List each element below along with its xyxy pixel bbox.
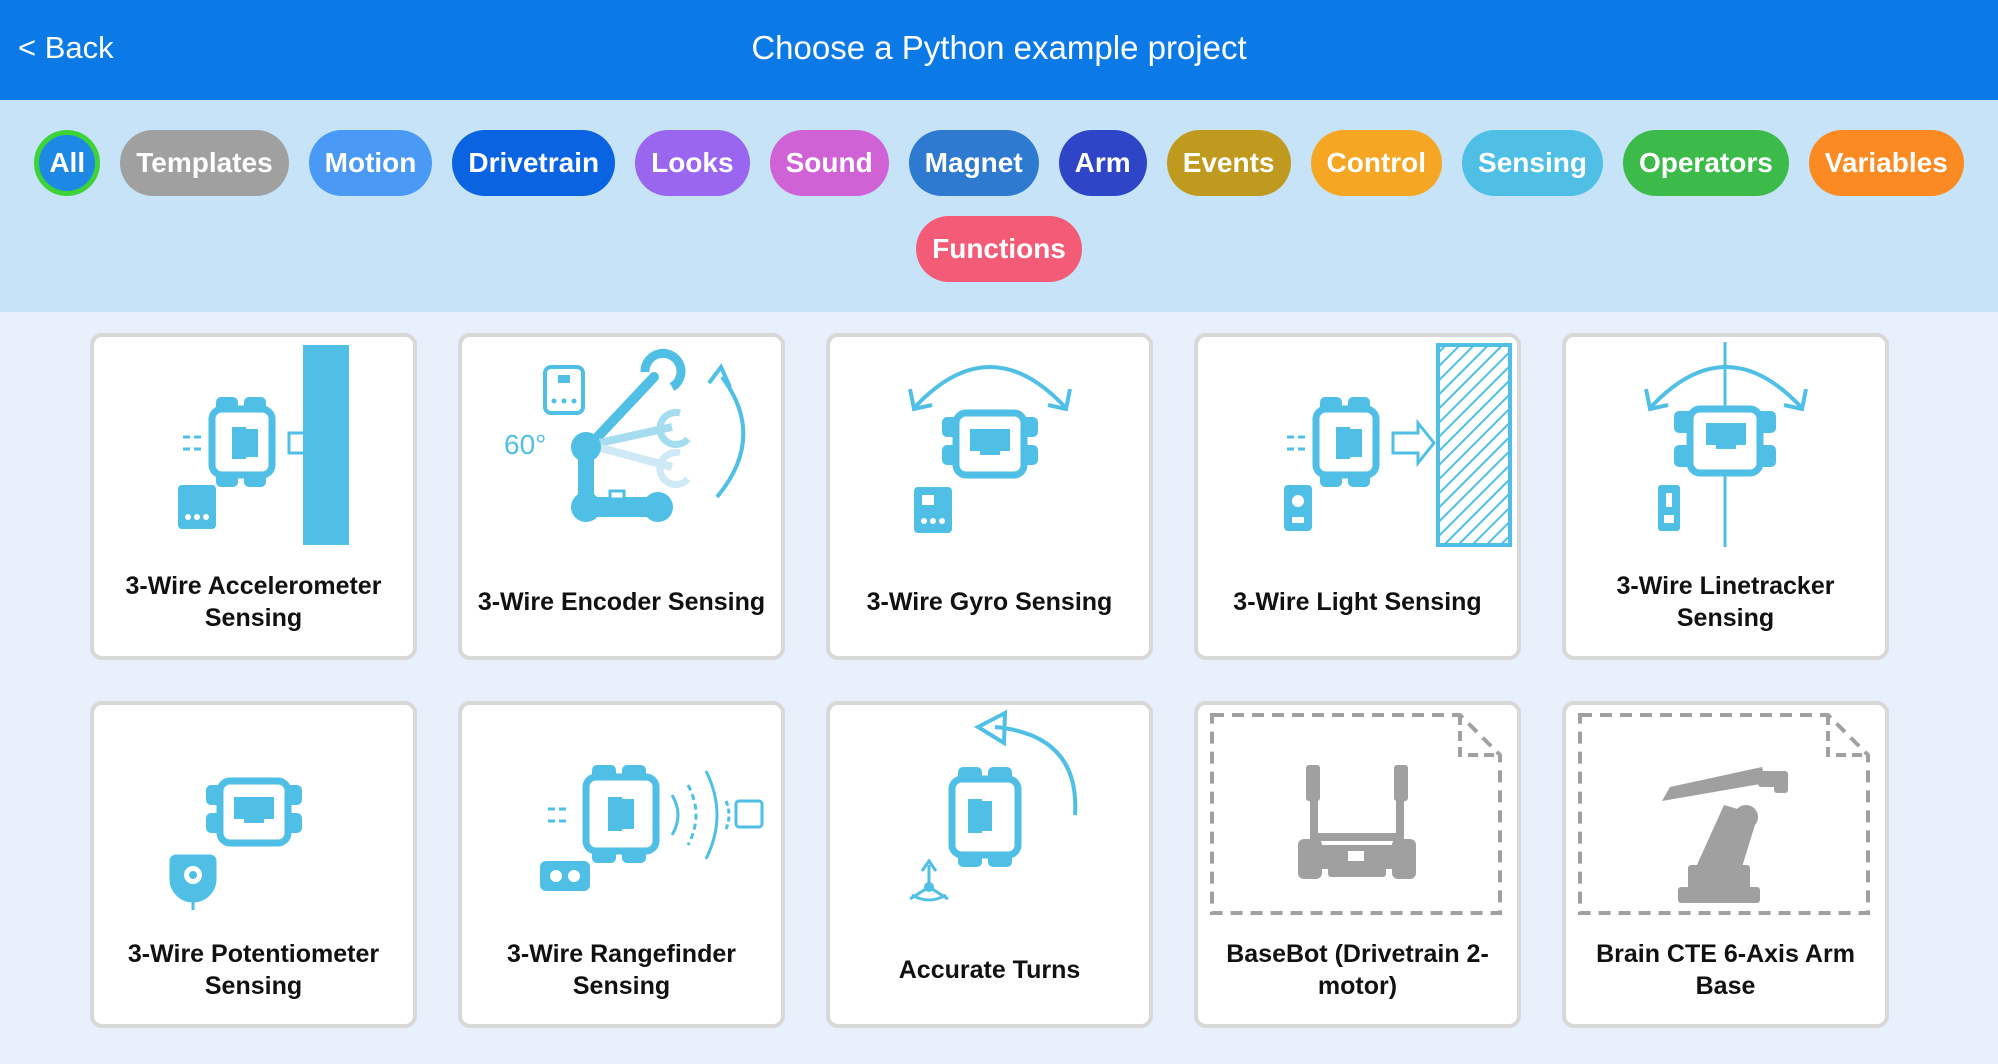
project-label: 3-Wire Encoder Sensing bbox=[477, 588, 766, 616]
project-card-basebot[interactable]: BaseBot (Drivetrain 2-motor) bbox=[1194, 701, 1521, 1028]
filter-row-1: All Templates Motion Drivetrain Looks So… bbox=[0, 130, 1998, 196]
filter-label: Looks bbox=[651, 147, 734, 178]
filter-motion[interactable]: Motion bbox=[308, 130, 433, 196]
filter-templates[interactable]: Templates bbox=[120, 130, 289, 196]
filter-drivetrain[interactable]: Drivetrain bbox=[452, 130, 616, 196]
basebot-icon bbox=[1210, 713, 1502, 915]
project-card-arm-base[interactable]: Brain CTE 6-Axis Arm Base bbox=[1562, 701, 1889, 1028]
project-label: BaseBot (Drivetrain 2-motor) bbox=[1226, 940, 1489, 1000]
page-title: Choose a Python example project bbox=[751, 29, 1247, 66]
turn-icon bbox=[909, 709, 1078, 902]
filter-magnet[interactable]: Magnet bbox=[908, 130, 1039, 196]
project-grid: 3-Wire Accelerometer Sensing 60° bbox=[0, 312, 1998, 1064]
rangefinder-icon bbox=[540, 765, 764, 891]
filter-operators[interactable]: Operators bbox=[1622, 130, 1789, 196]
filter-label: Functions bbox=[932, 233, 1066, 264]
gyro-icon bbox=[908, 365, 1072, 533]
filter-row-2: Functions bbox=[0, 216, 1998, 282]
project-card-rangefinder[interactable]: 3-Wire Rangefinder Sensing bbox=[458, 701, 785, 1028]
header-bar: < Back Choose a Python example project bbox=[0, 0, 1998, 100]
project-card-light[interactable]: 3-Wire Light Sensing bbox=[1194, 333, 1521, 660]
filter-label: Operators bbox=[1638, 147, 1773, 178]
filter-label: Control bbox=[1326, 147, 1427, 178]
project-label: 3-Wire Gyro Sensing bbox=[866, 588, 1113, 616]
filter-sensing[interactable]: Sensing bbox=[1462, 130, 1603, 196]
category-filter-bar: All Templates Motion Drivetrain Looks So… bbox=[0, 100, 1998, 312]
linetracker-icon bbox=[1644, 342, 1808, 547]
filter-label: Arm bbox=[1074, 147, 1131, 178]
filter-label: Templates bbox=[136, 147, 273, 178]
project-label: 3-Wire Rangefinder Sensing bbox=[507, 940, 736, 1000]
filter-label: Drivetrain bbox=[468, 147, 600, 178]
filter-label: Sensing bbox=[1478, 147, 1587, 178]
filter-arm[interactable]: Arm bbox=[1058, 130, 1147, 196]
filter-looks[interactable]: Looks bbox=[635, 130, 750, 196]
filter-label: All bbox=[49, 147, 86, 178]
filter-label: Motion bbox=[324, 147, 417, 178]
filter-variables[interactable]: Variables bbox=[1808, 130, 1964, 196]
filter-events[interactable]: Events bbox=[1166, 130, 1291, 196]
project-card-accelerometer[interactable]: 3-Wire Accelerometer Sensing bbox=[90, 333, 417, 660]
encoder-icon: 60° bbox=[504, 348, 746, 522]
project-label: 3-Wire Potentiometer Sensing bbox=[127, 940, 380, 1000]
project-card-potentiometer[interactable]: 3-Wire Potentiometer Sensing bbox=[90, 701, 417, 1028]
filter-label: Events bbox=[1182, 147, 1275, 178]
encoder-angle-text: 60° bbox=[504, 429, 546, 460]
project-card-accurate-turns[interactable]: Accurate Turns bbox=[826, 701, 1153, 1028]
potentiometer-icon bbox=[169, 777, 302, 910]
project-label: Brain CTE 6-Axis Arm Base bbox=[1596, 940, 1855, 1000]
project-label: 3-Wire Light Sensing bbox=[1233, 588, 1482, 616]
project-label: 3-Wire Linetracker Sensing bbox=[1616, 572, 1835, 632]
accelerometer-icon bbox=[178, 345, 349, 545]
robot-arm-icon bbox=[1578, 713, 1870, 915]
filter-label: Magnet bbox=[924, 147, 1023, 178]
light-sensor-icon bbox=[1284, 343, 1512, 547]
filter-control[interactable]: Control bbox=[1310, 130, 1443, 196]
filter-functions[interactable]: Functions bbox=[916, 216, 1082, 282]
project-card-gyro[interactable]: 3-Wire Gyro Sensing bbox=[826, 333, 1153, 660]
project-label: Accurate Turns bbox=[898, 956, 1081, 984]
project-label: 3-Wire Accelerometer Sensing bbox=[125, 572, 382, 632]
filter-label: Variables bbox=[1824, 147, 1948, 178]
back-button[interactable]: < Back bbox=[18, 30, 114, 65]
project-card-linetracker[interactable]: 3-Wire Linetracker Sensing bbox=[1562, 333, 1889, 660]
filter-label: Sound bbox=[785, 147, 873, 178]
filter-sound[interactable]: Sound bbox=[769, 130, 889, 196]
project-card-encoder[interactable]: 60° 3-Wire Encoder Sensing bbox=[458, 333, 785, 660]
filter-all[interactable]: All bbox=[34, 130, 101, 196]
